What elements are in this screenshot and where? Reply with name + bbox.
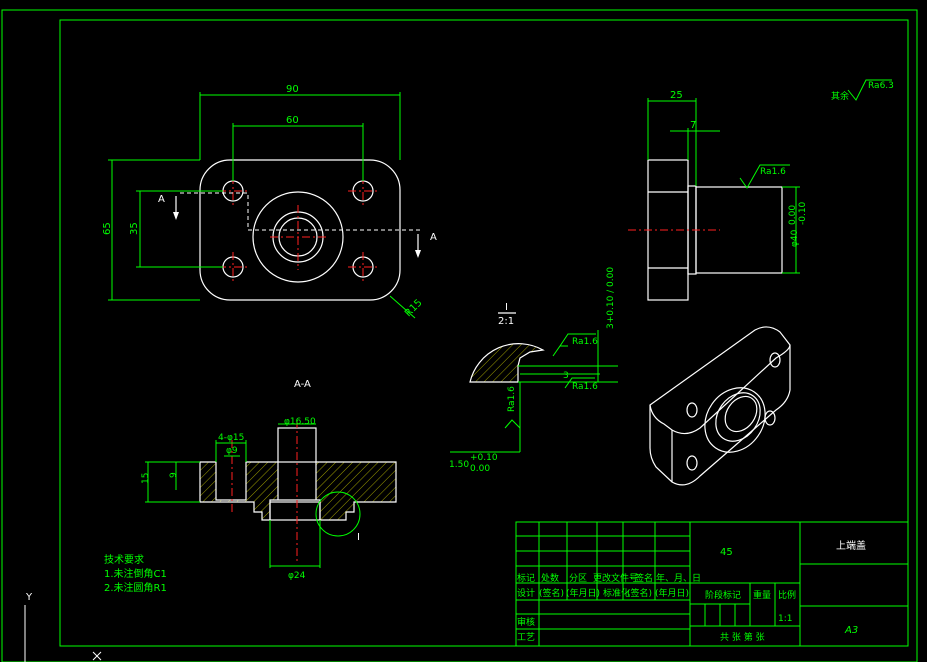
section-detail-callout: I — [357, 532, 360, 543]
isometric-view — [649, 326, 791, 486]
detail-view — [450, 312, 618, 453]
title-material: 45 — [720, 547, 733, 558]
section-title: A-A — [294, 379, 311, 390]
section-view — [145, 420, 397, 568]
detail-roughness-right: Ra1.6 — [572, 382, 598, 392]
dim-35: 35 — [129, 222, 140, 235]
general-roughness-prefix: 其余 — [831, 90, 849, 102]
section-dim-15: 15 — [141, 473, 151, 484]
dim-65: 65 — [102, 222, 113, 235]
tb-standard: 标准化 — [603, 587, 630, 599]
side-roughness: Ra1.6 — [760, 167, 786, 177]
tb-design-date: (年月日) — [566, 587, 600, 599]
section-mark-right: A — [430, 232, 437, 243]
general-roughness-value: Ra6.3 — [868, 81, 894, 91]
tb-stage: 阶段标记 — [705, 589, 741, 601]
dim-25: 25 — [670, 90, 683, 101]
tb-change-doc: 更改文件号 — [593, 572, 638, 584]
detail-scale: 2:1 — [498, 316, 514, 327]
tb-date: 年、月、日 — [656, 572, 701, 584]
detail-title: I — [505, 302, 508, 313]
section-dim-9: 9 — [169, 472, 179, 478]
title-block — [515, 521, 909, 647]
side-tol-upper: 0.00 — [788, 205, 798, 225]
tb-scale: 比例 — [778, 589, 796, 601]
section-bore-diameter: φ16.50 — [284, 417, 316, 427]
detail-dim-3: 3 — [563, 371, 569, 381]
general-roughness-symbol — [847, 79, 892, 101]
tb-standard-sign: (签名) — [627, 587, 652, 599]
section-hole-callout: 4-φ15 — [218, 433, 244, 443]
tb-sign: 签名 — [635, 572, 653, 584]
flange-outline — [199, 159, 401, 301]
inner-frame — [59, 19, 909, 647]
tb-review: 审核 — [517, 616, 535, 628]
section-outer-diameter: φ24 — [288, 571, 306, 581]
tb-design: 设计 — [517, 587, 535, 599]
tb-mark: 标记 — [517, 572, 535, 584]
dim-60: 60 — [286, 115, 299, 126]
detail-dim-150: 1.50 — [449, 460, 469, 470]
tb-count: 处数 — [541, 572, 559, 584]
tech-req-heading: 技术要求 — [104, 553, 144, 566]
title-sheet-size: A3 — [844, 625, 858, 636]
tb-design-sign: (签名) — [539, 587, 564, 599]
detail-tol-150-lower: 0.00 — [470, 464, 490, 474]
front-view — [108, 92, 421, 319]
side-diameter: φ40 — [790, 229, 800, 247]
dim-90: 90 — [286, 84, 299, 95]
title-part-name: 上端盖 — [836, 539, 866, 552]
tech-req-item-1: 1.未注倒角C1 — [104, 567, 167, 580]
tb-standard-date: (年月日) — [655, 587, 689, 599]
side-tol-lower: -0.10 — [798, 201, 808, 225]
tb-weight: 重量 — [753, 589, 771, 601]
detail-tol-3: 3+0.10 / 0.00 — [606, 267, 616, 329]
tech-req-item-2: 2.未注圆角R1 — [104, 581, 167, 594]
radius-r15: R15 — [403, 297, 425, 319]
tb-process: 工艺 — [517, 632, 535, 643]
dim-7: 7 — [690, 120, 696, 131]
detail-tol-150-upper: +0.10 — [470, 453, 498, 463]
outer-border — [1, 9, 918, 662]
section-mark-left: A — [158, 194, 165, 205]
boss-outer-circle — [252, 191, 344, 283]
tb-zone: 分区 — [569, 573, 587, 584]
tb-sheets: 共 张 第 张 — [720, 631, 765, 643]
ucs-icon — [24, 605, 102, 662]
detail-roughness-top: Ra1.6 — [572, 337, 598, 347]
side-view — [628, 98, 800, 301]
title-scale-value: 1:1 — [778, 614, 792, 624]
ucs-y-label: Y — [25, 592, 33, 603]
section-hole-small: φ9 — [226, 446, 238, 456]
detail-roughness-left: Ra1.6 — [507, 386, 517, 412]
